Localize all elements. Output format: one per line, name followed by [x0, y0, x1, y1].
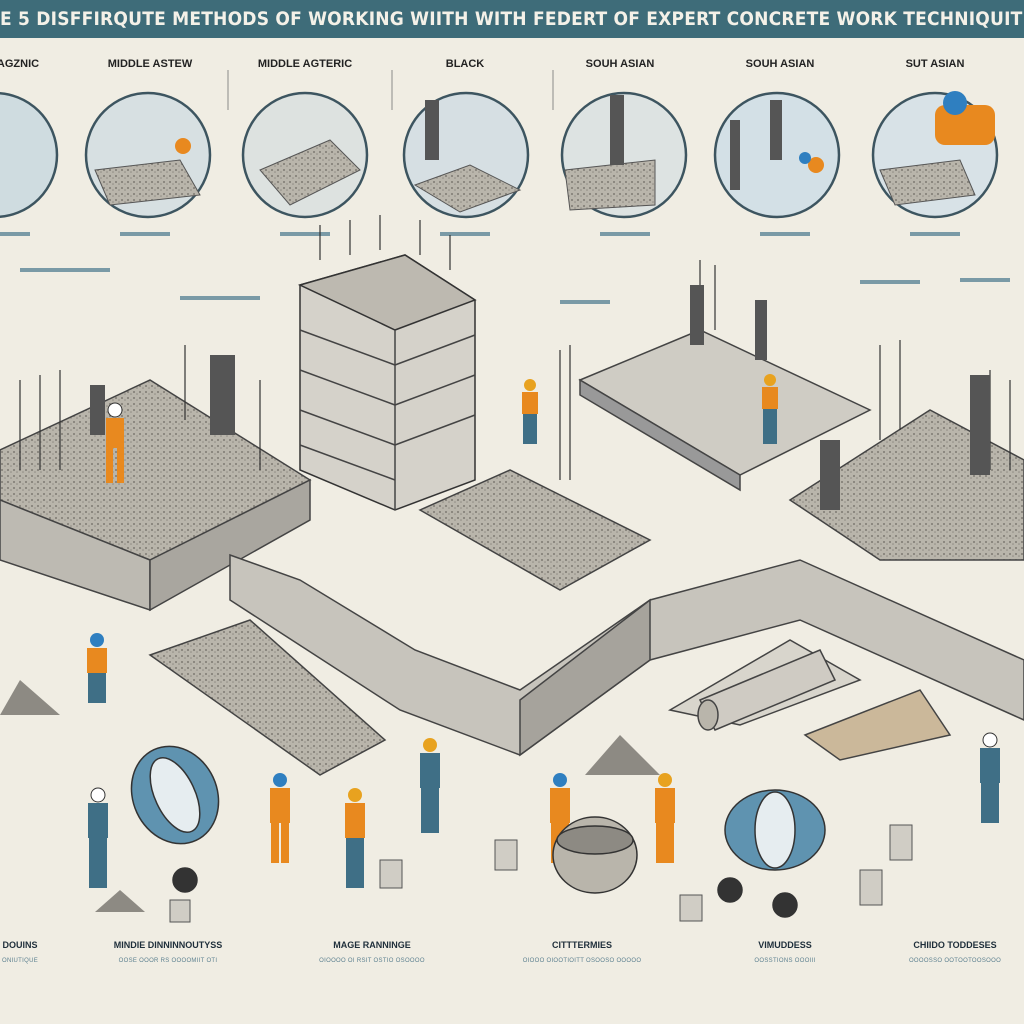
bottom-section-sub: OOSSTIONS OOOIII: [754, 958, 816, 964]
construction-illustration: [0, 70, 1024, 923]
page-title: E 5 DISFFIRQUTE METHODS OF WORKING WIITH…: [0, 0, 1024, 38]
region-label: SOUH ASIAN: [585, 58, 655, 70]
cement-mixer: [130, 745, 826, 918]
bottom-section-label: VIMUDDESS: [758, 940, 812, 950]
bottom-section-sub: OIOOOO OI RSIT OSTIO OSOOOO: [319, 958, 425, 964]
bottom-section-label: DOUINS: [2, 940, 38, 950]
bottom-section-sub: OOOOSSO OOTOOTOOSOOO: [908, 958, 1002, 964]
bottom-section-label: CHIIDO TODDESES: [913, 940, 997, 950]
title-text: E 5 DISFFIRQUTE METHODS OF WORKING WIITH…: [0, 8, 1024, 30]
vignette-circle: [0, 91, 59, 219]
region-label: SOUH ASIAN: [745, 58, 815, 70]
workers: [87, 374, 1000, 888]
bottom-section-sub: OOSE OOOR RS OOOOMIIT OTI: [118, 958, 218, 964]
bottom-section-label: CITTTERMIES: [552, 940, 612, 950]
concrete-building: [297, 254, 477, 511]
bottom-section-sub: OIOOO OIOOTIOITT OSOOSO OOOOO: [522, 958, 642, 964]
region-label: MIDDLE AGTERIC: [257, 58, 353, 70]
bottom-section-label: MAGE RANNINGE: [333, 940, 411, 950]
bottom-section-label: MINDIE DINNINNOUTYSS: [113, 940, 223, 950]
region-label: SUT ASIAN: [905, 58, 965, 70]
region-label: BLACK: [445, 58, 485, 70]
bottom-section-sub: ONIUTIQUE: [1, 958, 39, 964]
region-label: AGZNIC: [0, 58, 40, 70]
region-label: MIDDLE ASTEW: [107, 58, 193, 70]
